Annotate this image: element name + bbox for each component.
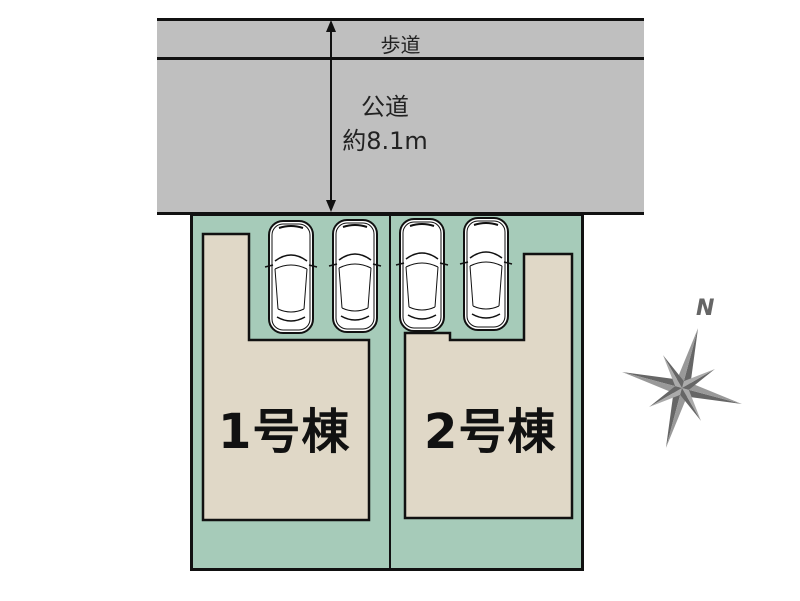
car-3 [395,218,449,332]
building-2-label: 2号棟 [424,404,557,460]
building-1-label: 1号棟 [218,404,351,460]
road-width: 約8.1m [342,127,428,155]
road-name: 公道 [361,93,409,121]
road-width-arrow [326,20,336,212]
car-2 [328,219,382,333]
road-label: 公道 約8.1m [330,90,440,158]
north-label: N [696,296,715,321]
car-4 [459,217,513,331]
car-1 [264,220,318,334]
building-2-footprint [403,252,574,520]
building-1-footprint [201,232,371,522]
sidewalk: 歩道 [157,18,644,60]
compass-rose-icon [622,328,742,448]
sidewalk-label: 歩道 [380,33,421,57]
